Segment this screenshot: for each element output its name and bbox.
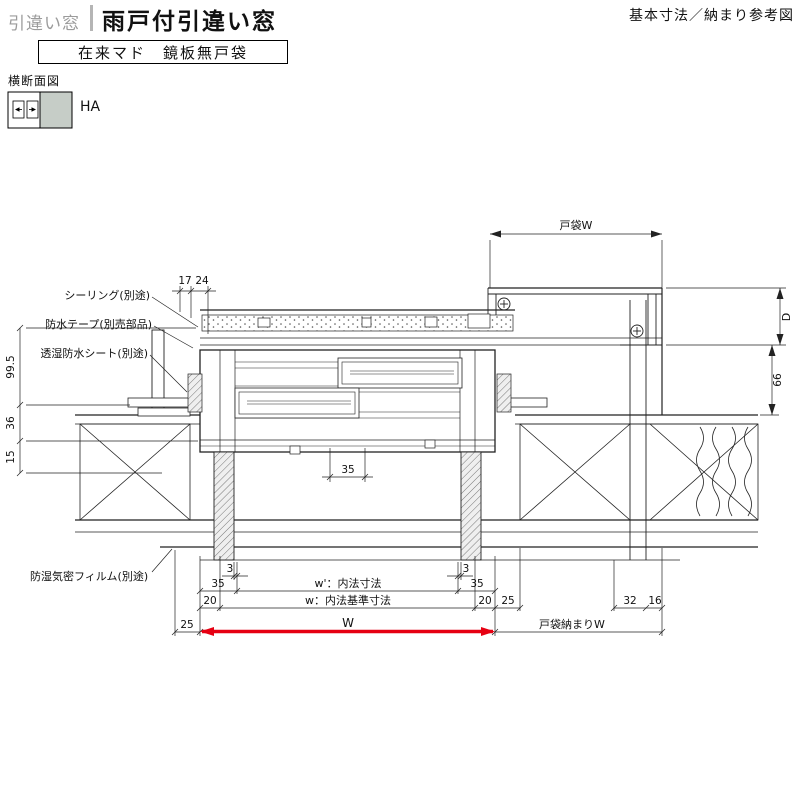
furring-post xyxy=(460,451,482,561)
dim-3-left: 3 xyxy=(227,563,234,575)
dim-20-right: 20 xyxy=(478,595,491,607)
dim-35-center: 35 xyxy=(341,464,354,476)
inner-sash xyxy=(234,387,360,419)
page-title: 雨戸付引違い窓 xyxy=(102,9,277,35)
dimension-lines xyxy=(16,230,786,636)
dim-tobukuro-w: 戸袋W xyxy=(560,218,593,232)
callout-sheet: 透湿防水シート(別途) xyxy=(40,346,148,360)
dim-15: 15 xyxy=(5,450,17,463)
dim-25-right: 25 xyxy=(501,595,514,607)
dim-16: 16 xyxy=(648,595,662,607)
callout-film: 防湿気密フィルム(別途) xyxy=(30,569,148,583)
trim-board xyxy=(127,397,191,408)
bolt-icon xyxy=(630,324,644,338)
header-divider xyxy=(90,5,93,31)
trim-board xyxy=(508,397,548,408)
dim-66: 66 xyxy=(772,373,784,387)
window-category-label: 引違い窓 xyxy=(8,14,80,34)
dim-d: D xyxy=(780,313,793,321)
dim-3-right: 3 xyxy=(463,563,470,575)
label-w: W xyxy=(342,616,354,630)
dim-20-left: 20 xyxy=(203,595,216,607)
arrow-left-icon xyxy=(15,107,20,112)
legend-gray-cell xyxy=(39,91,73,129)
label-tobukuro-osamari: 戸袋納まりW xyxy=(539,617,605,631)
dim-25-left: 25 xyxy=(180,619,193,631)
spec-box: 在来マド 鏡板無戸袋 xyxy=(38,40,288,64)
arrow-right-icon xyxy=(31,107,36,112)
dim-24: 24 xyxy=(195,275,209,287)
callout-tape: 防水テープ(別売部品) xyxy=(45,317,152,331)
dim-17: 17 xyxy=(178,275,191,287)
dim-35-left: 35 xyxy=(211,578,224,590)
insulation-wave xyxy=(712,426,720,517)
legend-symbol xyxy=(7,91,73,129)
callout-leaders xyxy=(149,296,199,573)
label-w-std: w：内法基準寸法 xyxy=(305,593,391,607)
dim-99-5: 99.5 xyxy=(5,355,17,378)
wall-structure xyxy=(75,414,759,561)
dim-35-right: 35 xyxy=(470,578,483,590)
window-frame xyxy=(127,309,662,561)
callout-sealing: シーリング(別途) xyxy=(64,288,150,302)
shutter-box xyxy=(487,287,663,560)
insulation-wave xyxy=(744,426,752,517)
insulation-wave xyxy=(728,426,736,517)
furring-post xyxy=(213,451,235,561)
mortar-stipple-band xyxy=(201,314,514,332)
dim-32: 32 xyxy=(623,595,636,607)
sealing-block xyxy=(187,373,203,413)
insulation-wave xyxy=(696,426,704,517)
legend-code: HA xyxy=(80,99,101,115)
label-w-inner: w'：内法寸法 xyxy=(314,576,381,590)
trim-board xyxy=(137,407,191,417)
section-title: 横断面図 xyxy=(8,74,61,88)
w-dimension-arrow xyxy=(200,627,495,636)
dim-36: 36 xyxy=(5,416,17,430)
sealing-block xyxy=(496,373,512,413)
outer-sash xyxy=(337,357,463,389)
reference-note: 基本寸法／納まり参考図 xyxy=(629,8,794,24)
